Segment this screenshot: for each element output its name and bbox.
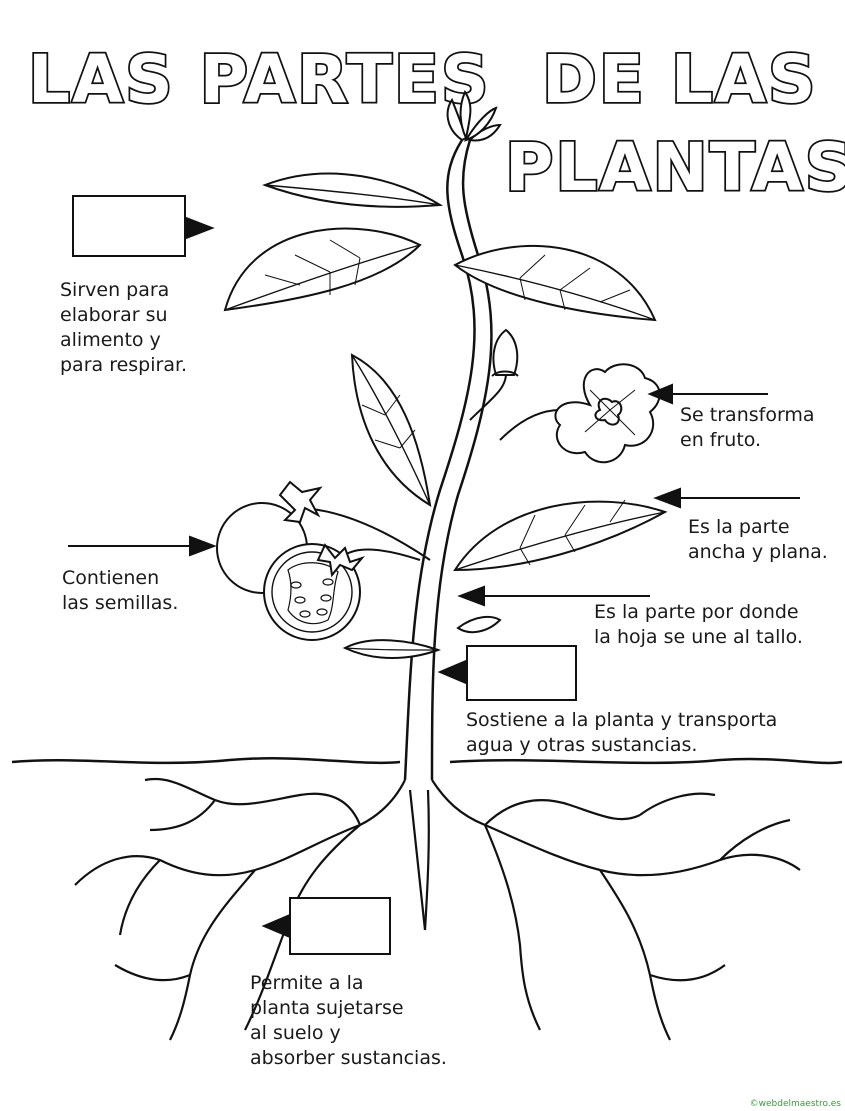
leaves xyxy=(223,172,668,659)
title-line1-left: LAS PARTES xyxy=(28,41,491,118)
label-hojas: Sirven para elaborar su alimento y para … xyxy=(60,279,188,376)
label-fruto: Contienen las semillas. xyxy=(62,567,179,614)
answer-box-raiz[interactable] xyxy=(289,897,391,955)
label-lamina: Es la parte ancha y plana. xyxy=(688,516,828,563)
answer-box-tallo[interactable] xyxy=(466,645,577,701)
label-raiz: Permite a la planta sujetarse al suelo y… xyxy=(250,972,447,1069)
flower xyxy=(469,328,661,464)
title-line1-right: DE LAS xyxy=(542,41,818,118)
answer-box-hojas[interactable] xyxy=(72,195,186,257)
title-line2: PLANTAS xyxy=(505,129,845,206)
top-bud xyxy=(446,89,502,142)
fruits xyxy=(216,480,431,641)
label-tallo: Sostiene a la planta y transporta agua y… xyxy=(466,709,778,756)
label-flor: Se transforma en fruto. xyxy=(680,404,815,451)
roots xyxy=(74,777,801,1041)
ground-line xyxy=(11,757,843,765)
watermark: ©webdelmaestro.es xyxy=(749,1099,841,1109)
label-peciolo: Es la parte por donde la hoja se une al … xyxy=(594,601,803,648)
